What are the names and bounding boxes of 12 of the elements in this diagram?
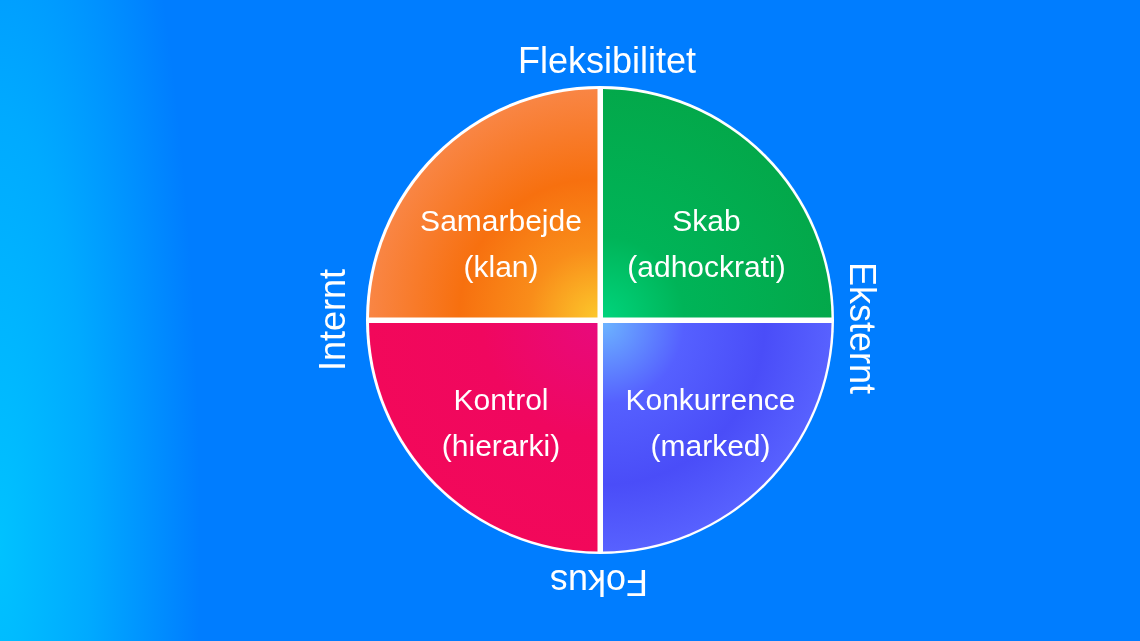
quadrant [369,322,598,551]
quadrant-label: Skab (adhockrati) [627,203,786,285]
quadrant [602,89,831,318]
quadrant-label: Samarbejde (klan) [420,203,582,285]
axis-label: Fleksibilitet [517,43,697,79]
quadrant [602,322,831,551]
axis-label: Internt [315,268,351,372]
quadrant-label: Kontrol (hierarki) [441,381,561,464]
quadrant [369,89,598,318]
axis-label: Eksternt [844,262,880,394]
quadrant-label: Konkurrence (marked) [625,381,796,464]
axis-label: Fokus [550,564,648,600]
